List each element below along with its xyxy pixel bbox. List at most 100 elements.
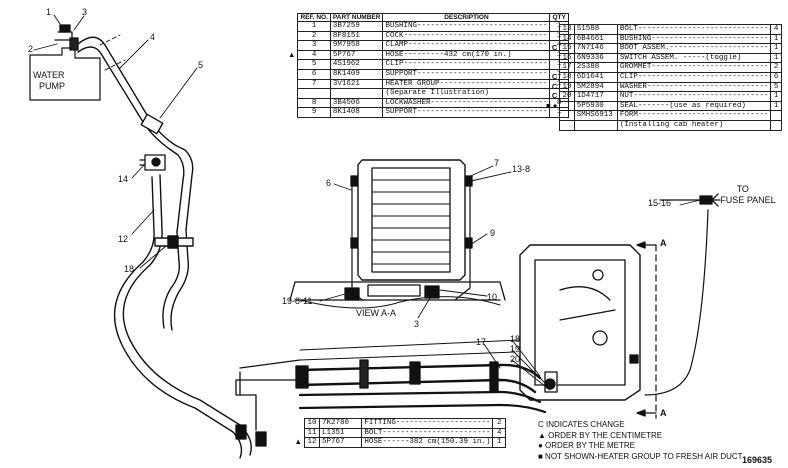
- part-number: 1D4717: [573, 91, 618, 102]
- quantity: 1: [492, 437, 506, 448]
- quantity: 1: [770, 52, 782, 64]
- to-fuse-panel-label: TO FUSE PANEL: [720, 184, 775, 205]
- description: HOSE---------432 cm(170 in.): [382, 49, 551, 61]
- part-number: 7K2780: [319, 418, 363, 429]
- callout-15-16: 15-16: [648, 198, 671, 208]
- callout-4: 4: [150, 32, 155, 42]
- header-ref-no: REF. NO.: [297, 13, 331, 22]
- part-number: [573, 119, 618, 131]
- view-aa-label: VIEW A-A: [356, 308, 396, 318]
- quantity: 4: [770, 24, 782, 35]
- row-note: [286, 40, 299, 51]
- part-number: 6N9336: [573, 52, 618, 64]
- part-number: 3V1621: [329, 78, 384, 90]
- ref-number: 2: [297, 30, 331, 42]
- heater-view-aa: [289, 159, 506, 309]
- row-note: [286, 59, 299, 70]
- part-number: 7N7146: [573, 43, 618, 54]
- row-note: [286, 31, 299, 41]
- row-note: [544, 53, 561, 63]
- quantity: 1: [770, 91, 782, 102]
- legend-item: ■ NOT SHOWN-HEATER GROUP TO FRESH AIR DU…: [538, 451, 743, 461]
- hose-lower: [113, 174, 252, 459]
- description: LOCKWASHER--------------------------: [382, 97, 551, 109]
- ref-number: 20: [559, 91, 575, 102]
- callout-10: 10: [487, 292, 497, 302]
- description: CLIP--------------------------------: [382, 59, 551, 70]
- ref-number: 1: [297, 21, 331, 32]
- header-part-number: PART NUMBER: [329, 13, 384, 22]
- part-number: 2S388: [573, 62, 618, 73]
- row-note: [286, 69, 299, 80]
- ref-number: 9: [297, 107, 331, 118]
- dashed-reference-lines: [99, 34, 126, 71]
- quantity: 2: [492, 418, 506, 429]
- description: SUPPORT-----------------------------: [382, 68, 551, 80]
- legend-item: ▲ ORDER BY THE CENTIMETRE: [538, 430, 663, 440]
- callout-2: 2: [28, 44, 33, 54]
- description: WASHER---------------------------: [616, 81, 772, 93]
- legend-item: C INDICATES CHANGE: [538, 420, 625, 429]
- part-number: 5P767: [329, 49, 384, 61]
- row-note: [544, 110, 561, 121]
- illustration-reference-number: 169635: [742, 455, 773, 465]
- part-number: 8K1408: [329, 107, 384, 118]
- callout-19-right: 19: [510, 344, 520, 354]
- callout-12: 12: [118, 234, 128, 244]
- table-row: (Separate Illustration): [286, 88, 569, 99]
- description: HEATER GROUP------------------------: [382, 78, 551, 90]
- row-note: [286, 98, 299, 108]
- ref-number: 5: [297, 59, 331, 70]
- ref-number: 19: [559, 81, 575, 93]
- part-number: L1351: [319, 427, 363, 439]
- ref-number: 14: [559, 33, 575, 45]
- callout-7: 7: [494, 158, 499, 168]
- ref-number: 15: [559, 43, 575, 54]
- ref-number: 11: [303, 427, 321, 439]
- description: GROMMET--------------------------: [616, 62, 772, 73]
- row-note: [286, 88, 299, 99]
- callout-17: 17: [476, 337, 486, 347]
- description: BOOT ASSEM.----------------------: [616, 43, 772, 54]
- quantity: 2: [770, 62, 782, 73]
- callout-20: 20: [510, 354, 520, 364]
- ref-number: 17: [559, 62, 575, 73]
- row-note: ▲: [286, 50, 299, 60]
- header-qty: QTY: [549, 13, 569, 22]
- legend-item: ● ORDER BY THE METRE: [538, 441, 635, 450]
- callout-5: 5: [198, 60, 203, 70]
- row-note: [286, 107, 299, 118]
- ref-number: [559, 119, 575, 131]
- heater-bottom-view: [239, 244, 641, 414]
- part-number: 8F8151: [329, 30, 384, 42]
- ref-number: 7: [297, 78, 331, 90]
- part-number: 4S1962: [329, 59, 384, 70]
- description: NUT------------------------------: [616, 91, 772, 102]
- ref-number: 4: [297, 49, 331, 61]
- quantity: 6: [770, 71, 782, 83]
- ref-number: [559, 110, 575, 121]
- description: SEAL-------(use as required): [616, 100, 772, 112]
- part-number: 8K1409: [329, 68, 384, 80]
- row-note: [286, 79, 299, 89]
- quantity: 1: [770, 33, 782, 45]
- description: CLAMP-------------------------------: [382, 40, 551, 51]
- part-number: 3B7259: [329, 21, 384, 32]
